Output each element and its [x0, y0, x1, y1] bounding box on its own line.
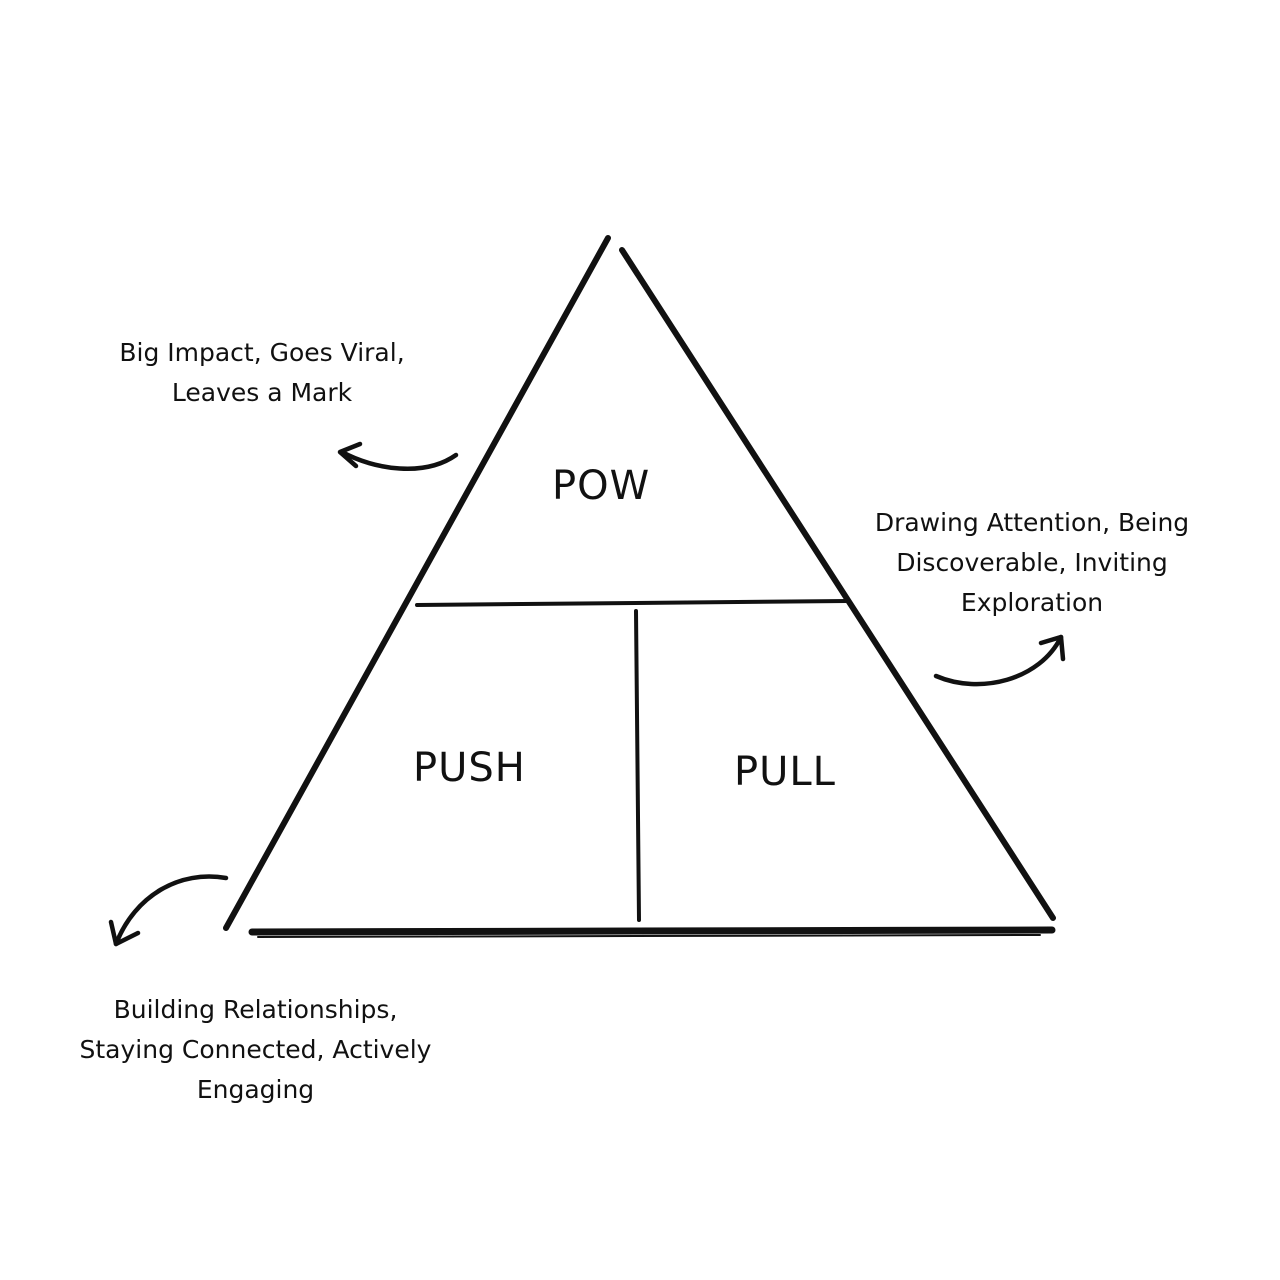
pow-arrow — [337, 441, 459, 471]
pyramid-left-edge — [223, 235, 611, 931]
push-annotation-line: Staying Connected, Actively — [79, 1035, 432, 1064]
pull-arrow — [933, 634, 1066, 687]
pull-annotation-line: Discoverable, Inviting — [896, 548, 1168, 577]
pull-annotation: Drawing Attention, Being Discoverable, I… — [836, 503, 1228, 623]
center-divider-line — [634, 609, 641, 922]
pow-label: POW — [552, 463, 651, 509]
pow-annotation: Big Impact, Goes Viral, Leaves a Mark — [86, 333, 438, 413]
pow-annotation-line: Big Impact, Goes Viral, — [119, 338, 405, 367]
push-annotation-line: Building Relationships, — [113, 995, 398, 1024]
top-divider-line — [415, 599, 850, 607]
push-annotation-line: Engaging — [196, 1075, 315, 1104]
push-arrow — [108, 874, 229, 947]
pyramid-base-texture — [257, 934, 1041, 938]
push-label: PUSH — [413, 745, 526, 791]
pyramid-right-edge — [619, 247, 1056, 921]
push-annotation: Building Relationships, Staying Connecte… — [43, 990, 468, 1110]
pull-label: PULL — [734, 749, 836, 795]
pull-annotation-line: Drawing Attention, Being — [874, 508, 1190, 537]
pow-annotation-line: Leaves a Mark — [171, 378, 353, 407]
pull-annotation-line: Exploration — [960, 588, 1104, 617]
pyramid-base — [248, 926, 1056, 936]
